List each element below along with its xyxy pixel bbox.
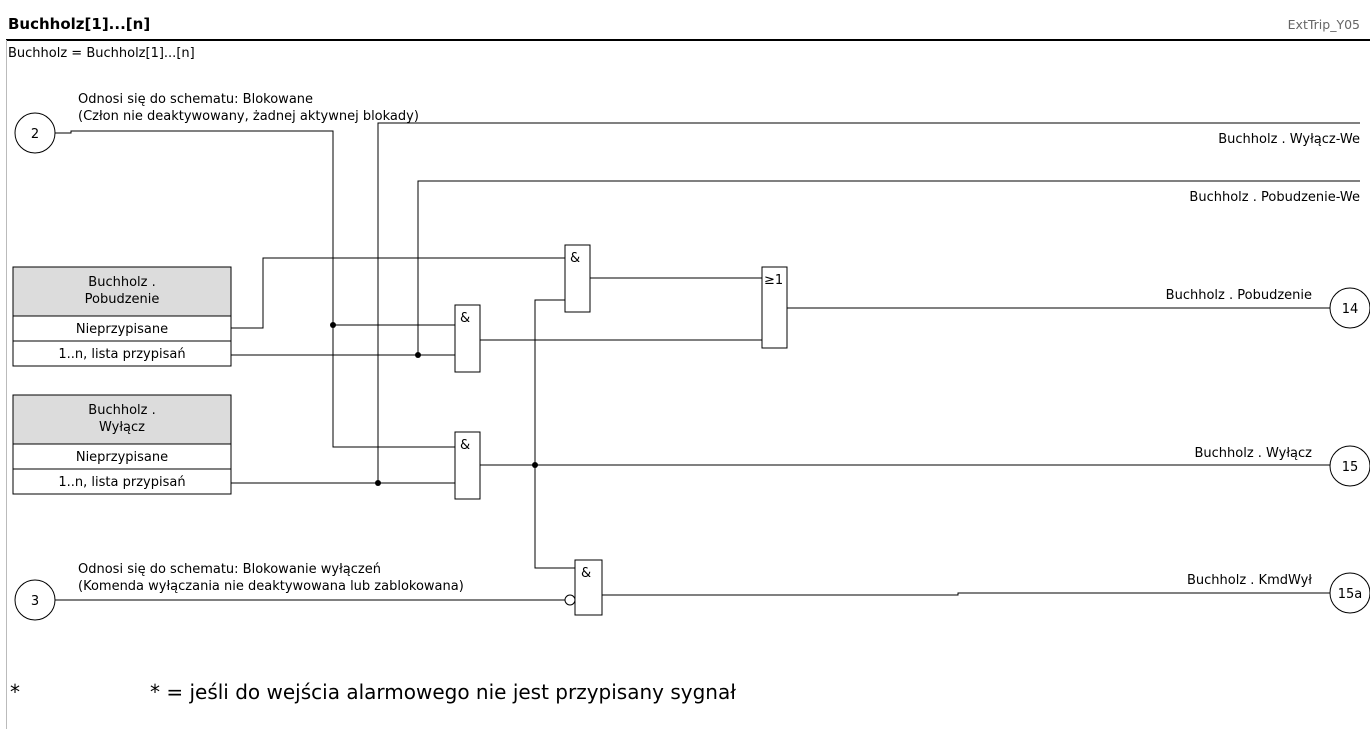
trip-block-title-line2: Wyłącz (99, 420, 145, 435)
wires (55, 122, 1360, 601)
pickup-option-unassigned: Nieprzypisane (76, 322, 168, 337)
pickup-block-title-box (12, 266, 232, 317)
and-gate-pickup-symbol: & (460, 311, 470, 326)
footnote-marker: * (10, 680, 20, 704)
output-pickup-label: Buchholz . Pobudzenie (1166, 288, 1312, 303)
wire-trip-to-cmd-and (534, 465, 575, 569)
junction-dot (532, 462, 538, 468)
and-gate-top (564, 244, 591, 313)
trip-block-title-line1: Buchholz . (88, 403, 155, 418)
trip-option-unassigned-box (12, 443, 232, 470)
pickup-option-list: 1..n, lista przypisań (58, 347, 185, 362)
junction-dot (330, 322, 336, 328)
output-pickup-we-label: Buchholz . Pobudzenie-We (1189, 190, 1360, 205)
output-trip-we-label: Buchholz . Wyłącz-We (1218, 132, 1360, 147)
and-gate-trip-symbol: & (460, 438, 470, 453)
trip-block-title-box (12, 394, 232, 445)
input-ref-2-line1: Odnosi się do schematu: Blokowane (78, 92, 313, 107)
output-ref-number-14: 14 (1342, 302, 1359, 317)
or-gate (761, 266, 788, 349)
wire-pickup-we (417, 180, 1360, 355)
output-ref-circle-15 (1329, 445, 1370, 487)
output-trip-cmd-label: Buchholz . KmdWył (1187, 573, 1312, 588)
and-gate-trip-cmd-symbol: & (581, 566, 591, 581)
or-gate-symbol: ≥1 (764, 273, 783, 288)
diagram-subtitle: Buchholz = Buchholz[1]...[n] (8, 46, 195, 61)
trip-option-list: 1..n, lista przypisań (58, 475, 185, 490)
diagram-title: Buchholz[1]...[n] (8, 15, 150, 33)
pickup-option-list-box (12, 340, 232, 367)
wire-trip-we (377, 122, 1360, 483)
pickup-block-title-line1: Buchholz . (88, 275, 155, 290)
footnote-text: * = jeśli do wejścia alarmowego nie jest… (150, 680, 736, 704)
diagram-reference: ExtTrip_Y05 (1288, 17, 1360, 32)
output-trip-label: Buchholz . Wyłącz (1194, 446, 1312, 461)
trip-option-unassigned: Nieprzypisane (76, 450, 168, 465)
input-ref-number-2: 2 (31, 127, 39, 142)
input-ref-3-line2: (Komenda wyłączania nie deaktywowana lub… (78, 579, 464, 594)
output-ref-circle-15a (1329, 572, 1370, 614)
wire-blocked-to-trip-and (55, 130, 455, 448)
output-ref-number-15: 15 (1342, 460, 1359, 475)
junction-dot (415, 352, 421, 358)
and-gate-trip-cmd (574, 559, 603, 616)
pickup-block-title-line2: Pobudzenie (85, 292, 160, 307)
output-ref-circle-14 (1329, 287, 1370, 329)
input-ref-number-3: 3 (31, 594, 39, 609)
inverter-bubble (564, 594, 576, 606)
trip-option-list-box (12, 468, 232, 495)
input-ref-3-line1: Odnosi się do schematu: Blokowanie wyłąc… (78, 562, 381, 577)
output-ref-number-15a: 15a (1338, 587, 1363, 602)
input-ref-2-line2: (Człon nie deaktywowany, żadnej aktywnej… (78, 109, 419, 124)
wire-trip-cmd-out (602, 592, 1340, 596)
and-gate-top-symbol: & (570, 251, 580, 266)
junction-dot (375, 480, 381, 486)
and-gate-trip (454, 431, 481, 500)
and-gate-pickup (454, 304, 481, 373)
wire-trip-feedback (534, 299, 565, 465)
wire-pickup-unassigned (231, 257, 565, 329)
